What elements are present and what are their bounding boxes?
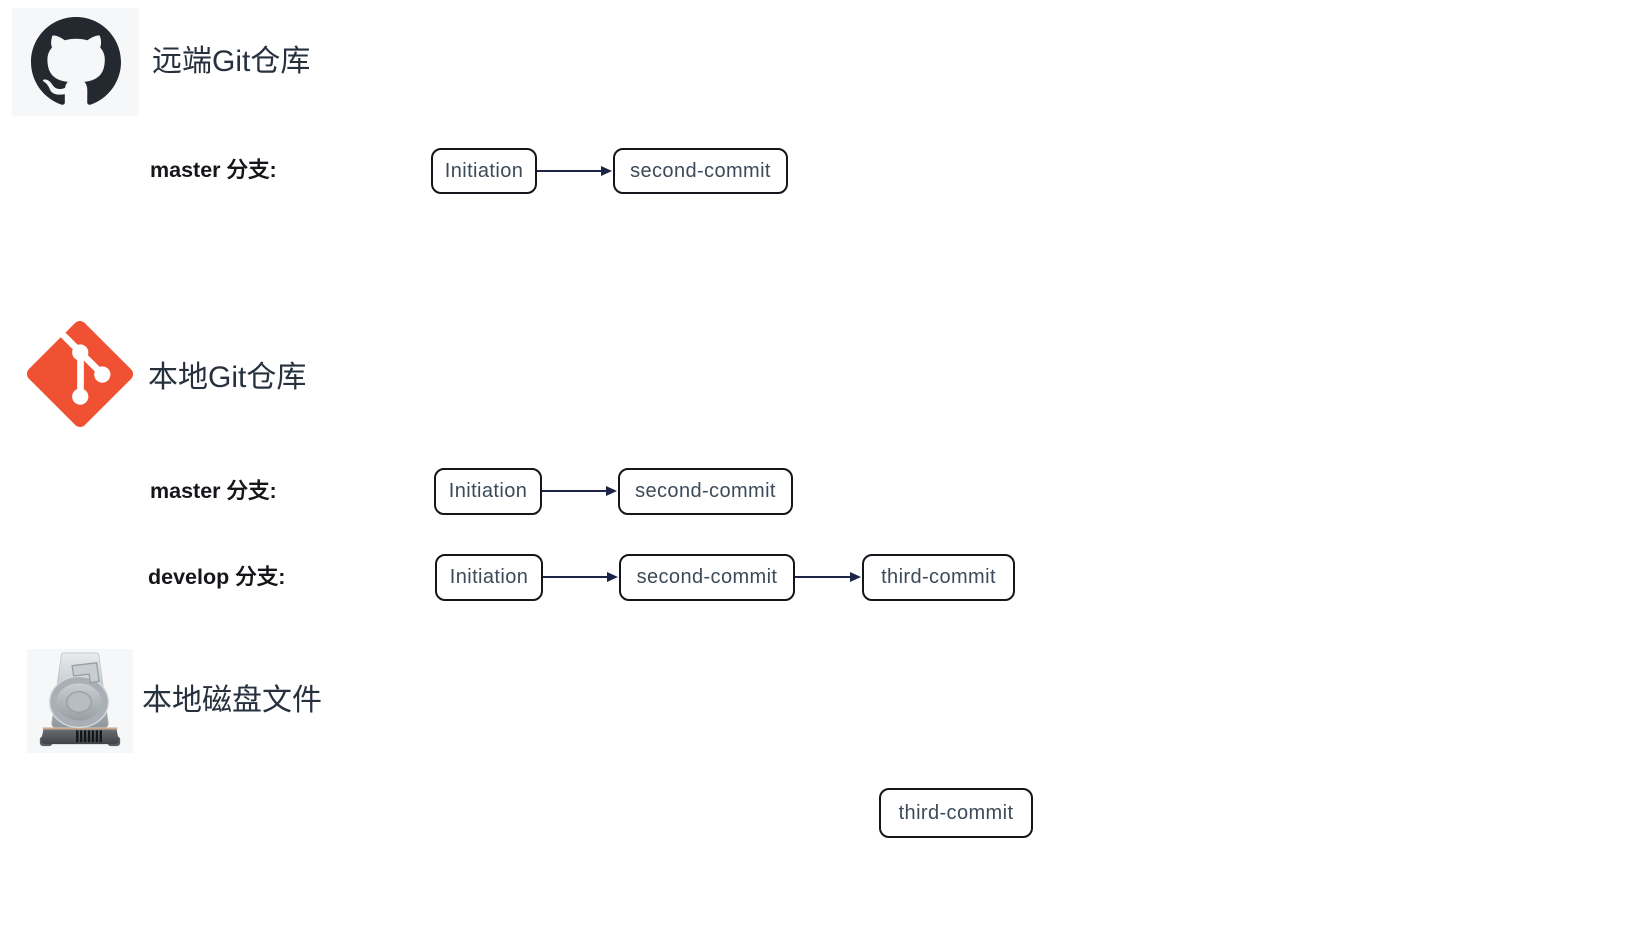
commit-node: second-commit <box>618 468 793 515</box>
commit-node: Initiation <box>431 148 537 194</box>
hard-drive-icon <box>27 649 133 753</box>
commit-node: second-commit <box>619 554 795 601</box>
commit-node: third-commit <box>862 554 1015 601</box>
remote-section-title: 远端Git仓库 <box>152 45 311 78</box>
local-develop-branch-label: develop 分支: <box>148 565 286 589</box>
commit-node: Initiation <box>435 554 543 601</box>
disk-section-title: 本地磁盘文件 <box>142 684 322 717</box>
local-section-title: 本地Git仓库 <box>148 361 307 394</box>
github-icon <box>12 8 139 116</box>
git-icon <box>24 318 136 430</box>
arrow-right-icon <box>537 165 612 177</box>
arrow-right-icon <box>543 571 618 583</box>
commit-node: Initiation <box>434 468 542 515</box>
remote-master-branch-label: master 分支: <box>150 158 277 182</box>
arrow-right-icon <box>795 571 861 583</box>
arrow-right-icon <box>542 485 617 497</box>
commit-node: third-commit <box>879 788 1033 838</box>
local-master-branch-label: master 分支: <box>150 479 277 503</box>
commit-node: second-commit <box>613 148 788 194</box>
